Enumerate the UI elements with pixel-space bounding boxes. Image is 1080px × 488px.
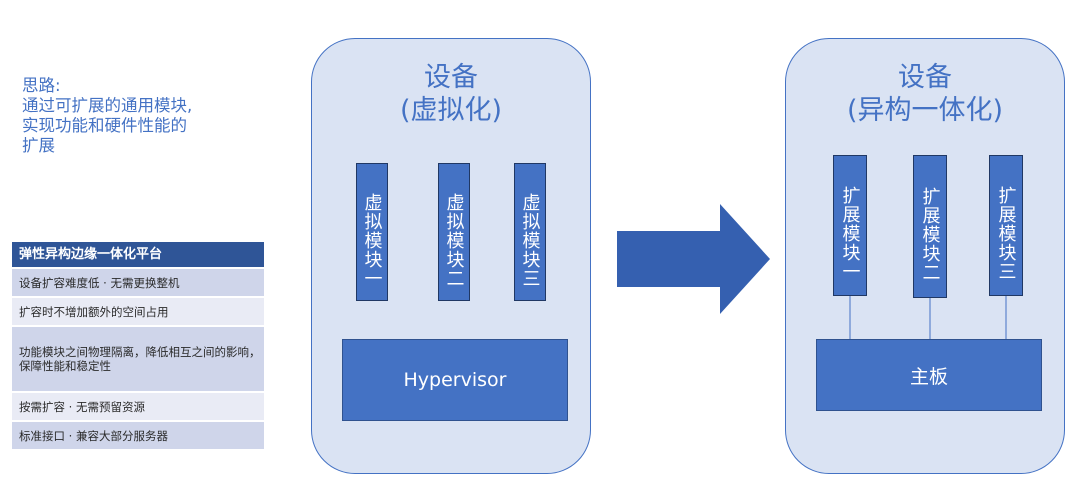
device-virtual-title-line1: 设备 [424, 62, 478, 93]
hypervisor-label: Hypervisor [403, 369, 507, 391]
device-virtual-title-line2: (虚拟化) [399, 95, 503, 126]
idea-line-4: 扩展 [22, 136, 55, 155]
feature-row: 功能模块之间物理隔离，降低相互之间的影响，保障性能和稳定性 [12, 327, 264, 393]
expansion-module-2-label: 扩展模块二 [919, 187, 941, 282]
device-hetero-title: 设备 (异构一体化) [786, 61, 1064, 127]
expansion-module-1-label: 扩展模块一 [839, 186, 861, 281]
idea-text: 思路: 通过可扩展的通用模块, 实现功能和硬件性能的 扩展 [22, 76, 262, 156]
feature-table: 弹性异构边缘一体化平台 设备扩容难度低 · 无需更换整机 扩容时不增加额外的空间… [12, 242, 264, 451]
feature-table-title: 弹性异构边缘一体化平台 [12, 242, 264, 269]
idea-line-1: 思路: [22, 76, 61, 95]
mainboard-label: 主板 [909, 365, 948, 388]
connector-line [849, 295, 851, 341]
virtual-module-1-label: 虚拟模块一 [361, 192, 383, 288]
feature-row: 按需扩容 · 无需预留资源 [12, 393, 264, 422]
virtual-module-1: 虚拟模块一 [356, 163, 388, 301]
device-virtual-panel: 设备 (虚拟化) 虚拟模块一 虚拟模块二 虚拟模块三 Hypervisor [311, 38, 591, 474]
device-hetero-panel: 设备 (异构一体化) 扩展模块一 扩展模块二 扩展模块三 主板 [785, 38, 1065, 474]
expansion-module-3: 扩展模块三 [989, 155, 1023, 296]
feature-row: 设备扩容难度低 · 无需更换整机 [12, 269, 264, 298]
expansion-module-3-label: 扩展模块三 [995, 186, 1017, 281]
connector-line [1005, 295, 1007, 341]
device-hetero-title-line2: (异构一体化) [846, 95, 1004, 126]
feature-row: 扩容时不增加额外的空间占用 [12, 298, 264, 327]
device-hetero-title-line1: 设备 [898, 62, 952, 93]
connector-line [929, 297, 931, 341]
expansion-module-2: 扩展模块二 [913, 155, 947, 298]
feature-row: 标准接口 · 兼容大部分服务器 [12, 422, 264, 451]
virtual-module-3-label: 虚拟模块三 [519, 192, 541, 288]
idea-line-2: 通过可扩展的通用模块, [22, 96, 193, 115]
virtual-module-2: 虚拟模块二 [438, 163, 470, 301]
idea-line-3: 实现功能和硬件性能的 [22, 116, 187, 135]
device-virtual-title: 设备 (虚拟化) [312, 61, 590, 127]
transition-arrow [617, 204, 770, 314]
expansion-module-1: 扩展模块一 [833, 155, 867, 296]
virtual-module-2-label: 虚拟模块二 [443, 192, 465, 288]
mainboard-block: 主板 [816, 339, 1042, 411]
hypervisor-block: Hypervisor [342, 339, 568, 421]
virtual-module-3: 虚拟模块三 [514, 163, 546, 301]
